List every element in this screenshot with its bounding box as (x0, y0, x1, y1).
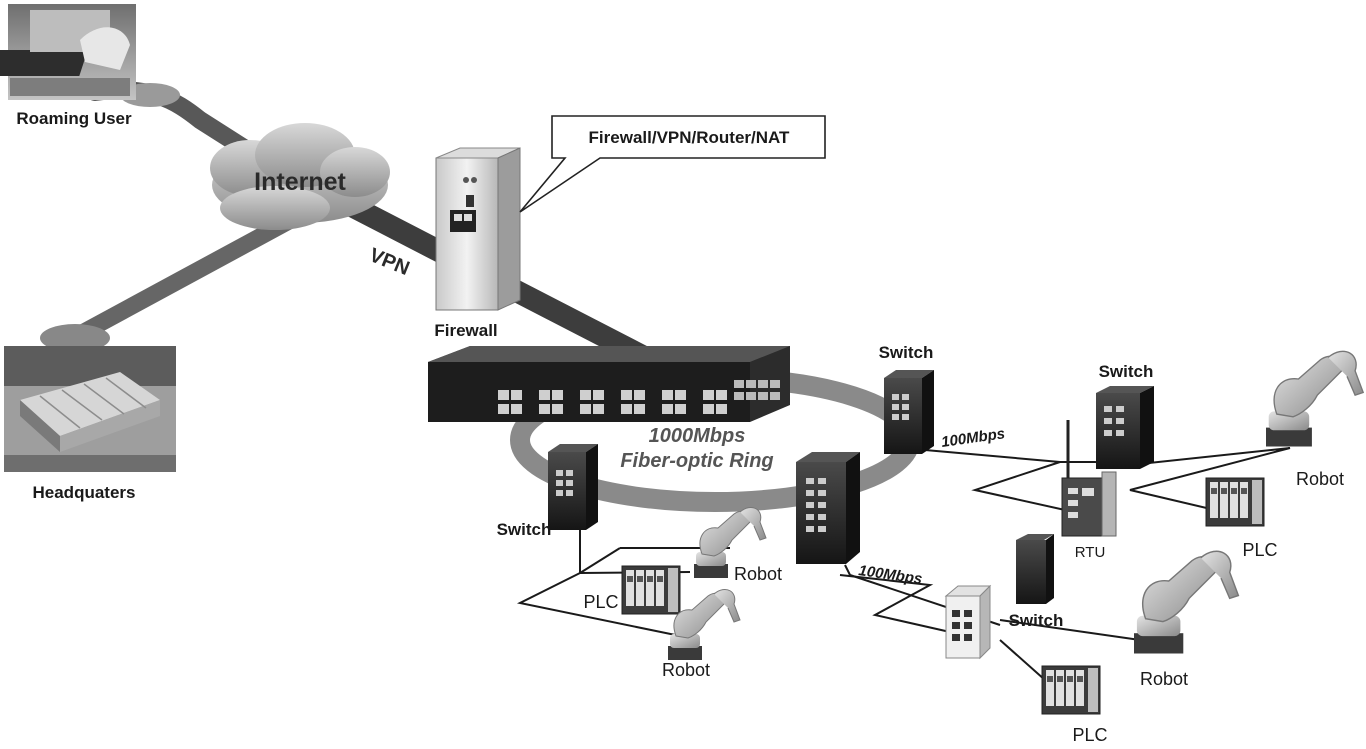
plc-left (621, 565, 681, 615)
label-callout: Firewall/VPN/Router/NAT (589, 128, 790, 147)
label-vpn: VPN (366, 244, 412, 280)
label-firewall: Firewall (434, 321, 497, 340)
label-internet: Internet (254, 168, 346, 196)
label-headquarters: Headquaters (33, 483, 136, 502)
label-robot-left-bottom: Robot (662, 660, 710, 680)
label-switch-top-right: Switch (1099, 362, 1154, 381)
label-robot-bottom: Robot (1140, 669, 1188, 689)
label-plc-left: PLC (583, 592, 618, 612)
plc-bottom (1041, 665, 1101, 715)
label-link-speed-upper: 100Mbps (940, 425, 1006, 451)
rtu-device (1061, 420, 1117, 537)
roaming-user-photo (0, 4, 136, 100)
label-switch-left: Switch (497, 520, 552, 539)
firewall-device (435, 147, 521, 311)
label-ring-type: Fiber-optic Ring (620, 450, 773, 472)
label-switch-bottom: Switch (1009, 611, 1064, 630)
label-link-speed-lower: 100Mbps (857, 562, 923, 588)
switch-bottom-white (944, 584, 992, 660)
callout-bubble (519, 115, 826, 213)
label-rtu: RTU (1075, 544, 1106, 561)
internet-cloud (210, 123, 390, 230)
label-ring-speed: 1000Mbps (649, 425, 746, 447)
text-labels: Roaming User Internet VPN Firewall Firew… (16, 109, 1344, 745)
wan-links (40, 81, 656, 370)
headquarters-photo (4, 346, 176, 472)
switch-left (548, 444, 598, 530)
core-rack-switch (428, 346, 790, 422)
switch-center-large (796, 452, 860, 564)
label-roaming-user: Roaming User (16, 109, 132, 128)
switch-top-center (884, 370, 934, 454)
switch-bottom-dark (1016, 534, 1054, 604)
label-switch-top-center: Switch (879, 343, 934, 362)
label-robot-right: Robot (1296, 469, 1344, 489)
robot-left-bottom (668, 589, 741, 660)
robot-bottom (1134, 550, 1240, 654)
label-plc-right: PLC (1242, 540, 1277, 560)
robot-right (1266, 350, 1365, 447)
switch-top-right (1096, 386, 1154, 469)
label-robot-left-top: Robot (734, 564, 782, 584)
label-plc-bottom: PLC (1072, 725, 1107, 744)
robot-left-top (694, 507, 767, 578)
plc-right (1205, 477, 1265, 527)
